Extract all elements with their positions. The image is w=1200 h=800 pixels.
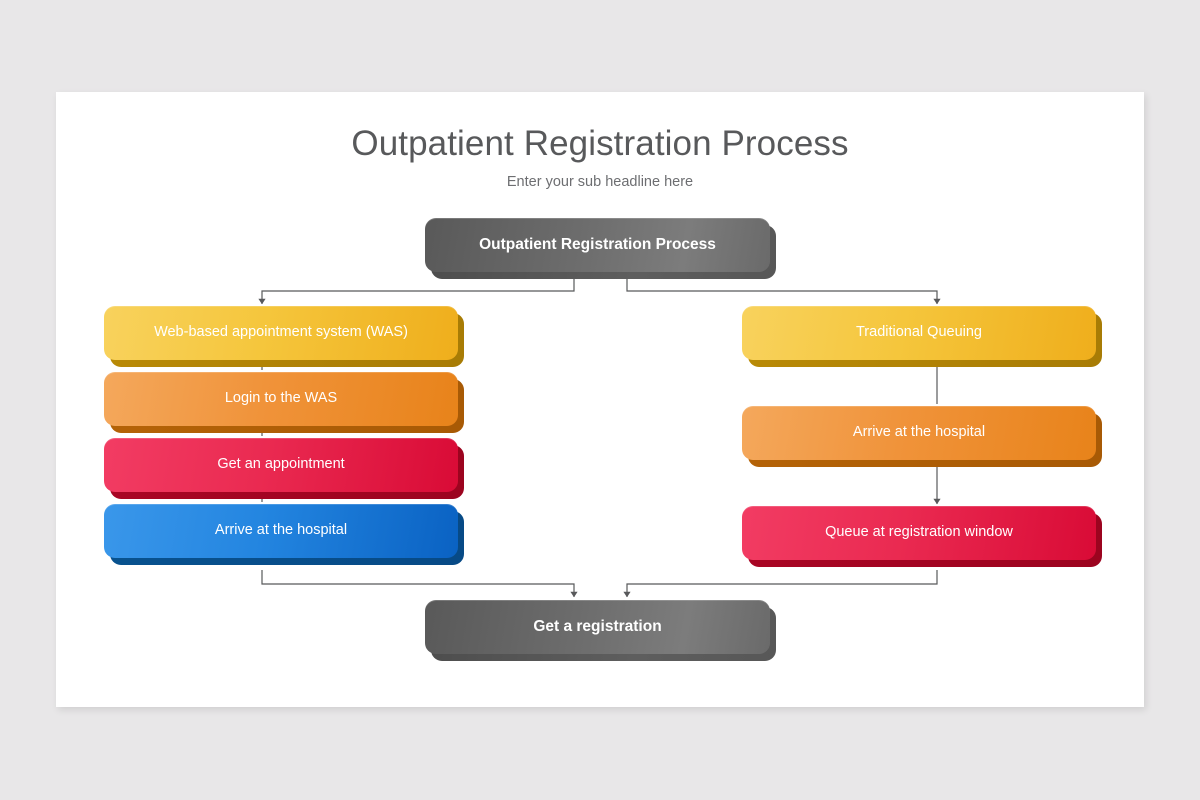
flow-node-right-1[interactable]: Traditional Queuing: [742, 306, 1102, 367]
flow-node-right-2[interactable]: Arrive at the hospital: [742, 406, 1102, 467]
flow-node-left-2[interactable]: Login to the WAS: [104, 372, 464, 433]
flow-node-end[interactable]: Get a registration: [425, 600, 776, 661]
node-label-left-1: Web-based appointment system (WAS): [104, 306, 458, 360]
node-label-right-3: Queue at registration window: [742, 506, 1096, 560]
node-label-right-1: Traditional Queuing: [742, 306, 1096, 360]
flow-node-left-1[interactable]: Web-based appointment system (WAS): [104, 306, 464, 367]
slide-canvas: Outpatient Registration Process Enter yo…: [56, 92, 1144, 707]
flowchart: Outpatient Registration Process Web-base…: [56, 92, 1144, 707]
page-subtitle: Enter your sub headline here: [506, 174, 694, 190]
edge-start-to-right: [626, 278, 941, 305]
page-title: Outpatient Registration Process: [351, 124, 849, 163]
flow-node-left-3[interactable]: Get an appointment: [104, 438, 464, 499]
node-label-end: Get a registration: [425, 600, 770, 654]
edge-start-to-left: [258, 278, 575, 305]
edge-left-to-end: [261, 570, 578, 598]
node-label-left-2: Login to the WAS: [104, 372, 458, 426]
edge-right-to-end: [623, 570, 938, 598]
node-label-left-3: Get an appointment: [104, 438, 458, 492]
node-label-left-4: Arrive at the hospital: [104, 504, 458, 558]
flow-node-right-3[interactable]: Queue at registration window: [742, 506, 1102, 567]
flow-node-left-4[interactable]: Arrive at the hospital: [104, 504, 464, 565]
flow-node-start[interactable]: Outpatient Registration Process: [425, 218, 776, 279]
node-label-right-2: Arrive at the hospital: [742, 406, 1096, 460]
node-label-start: Outpatient Registration Process: [425, 218, 770, 272]
